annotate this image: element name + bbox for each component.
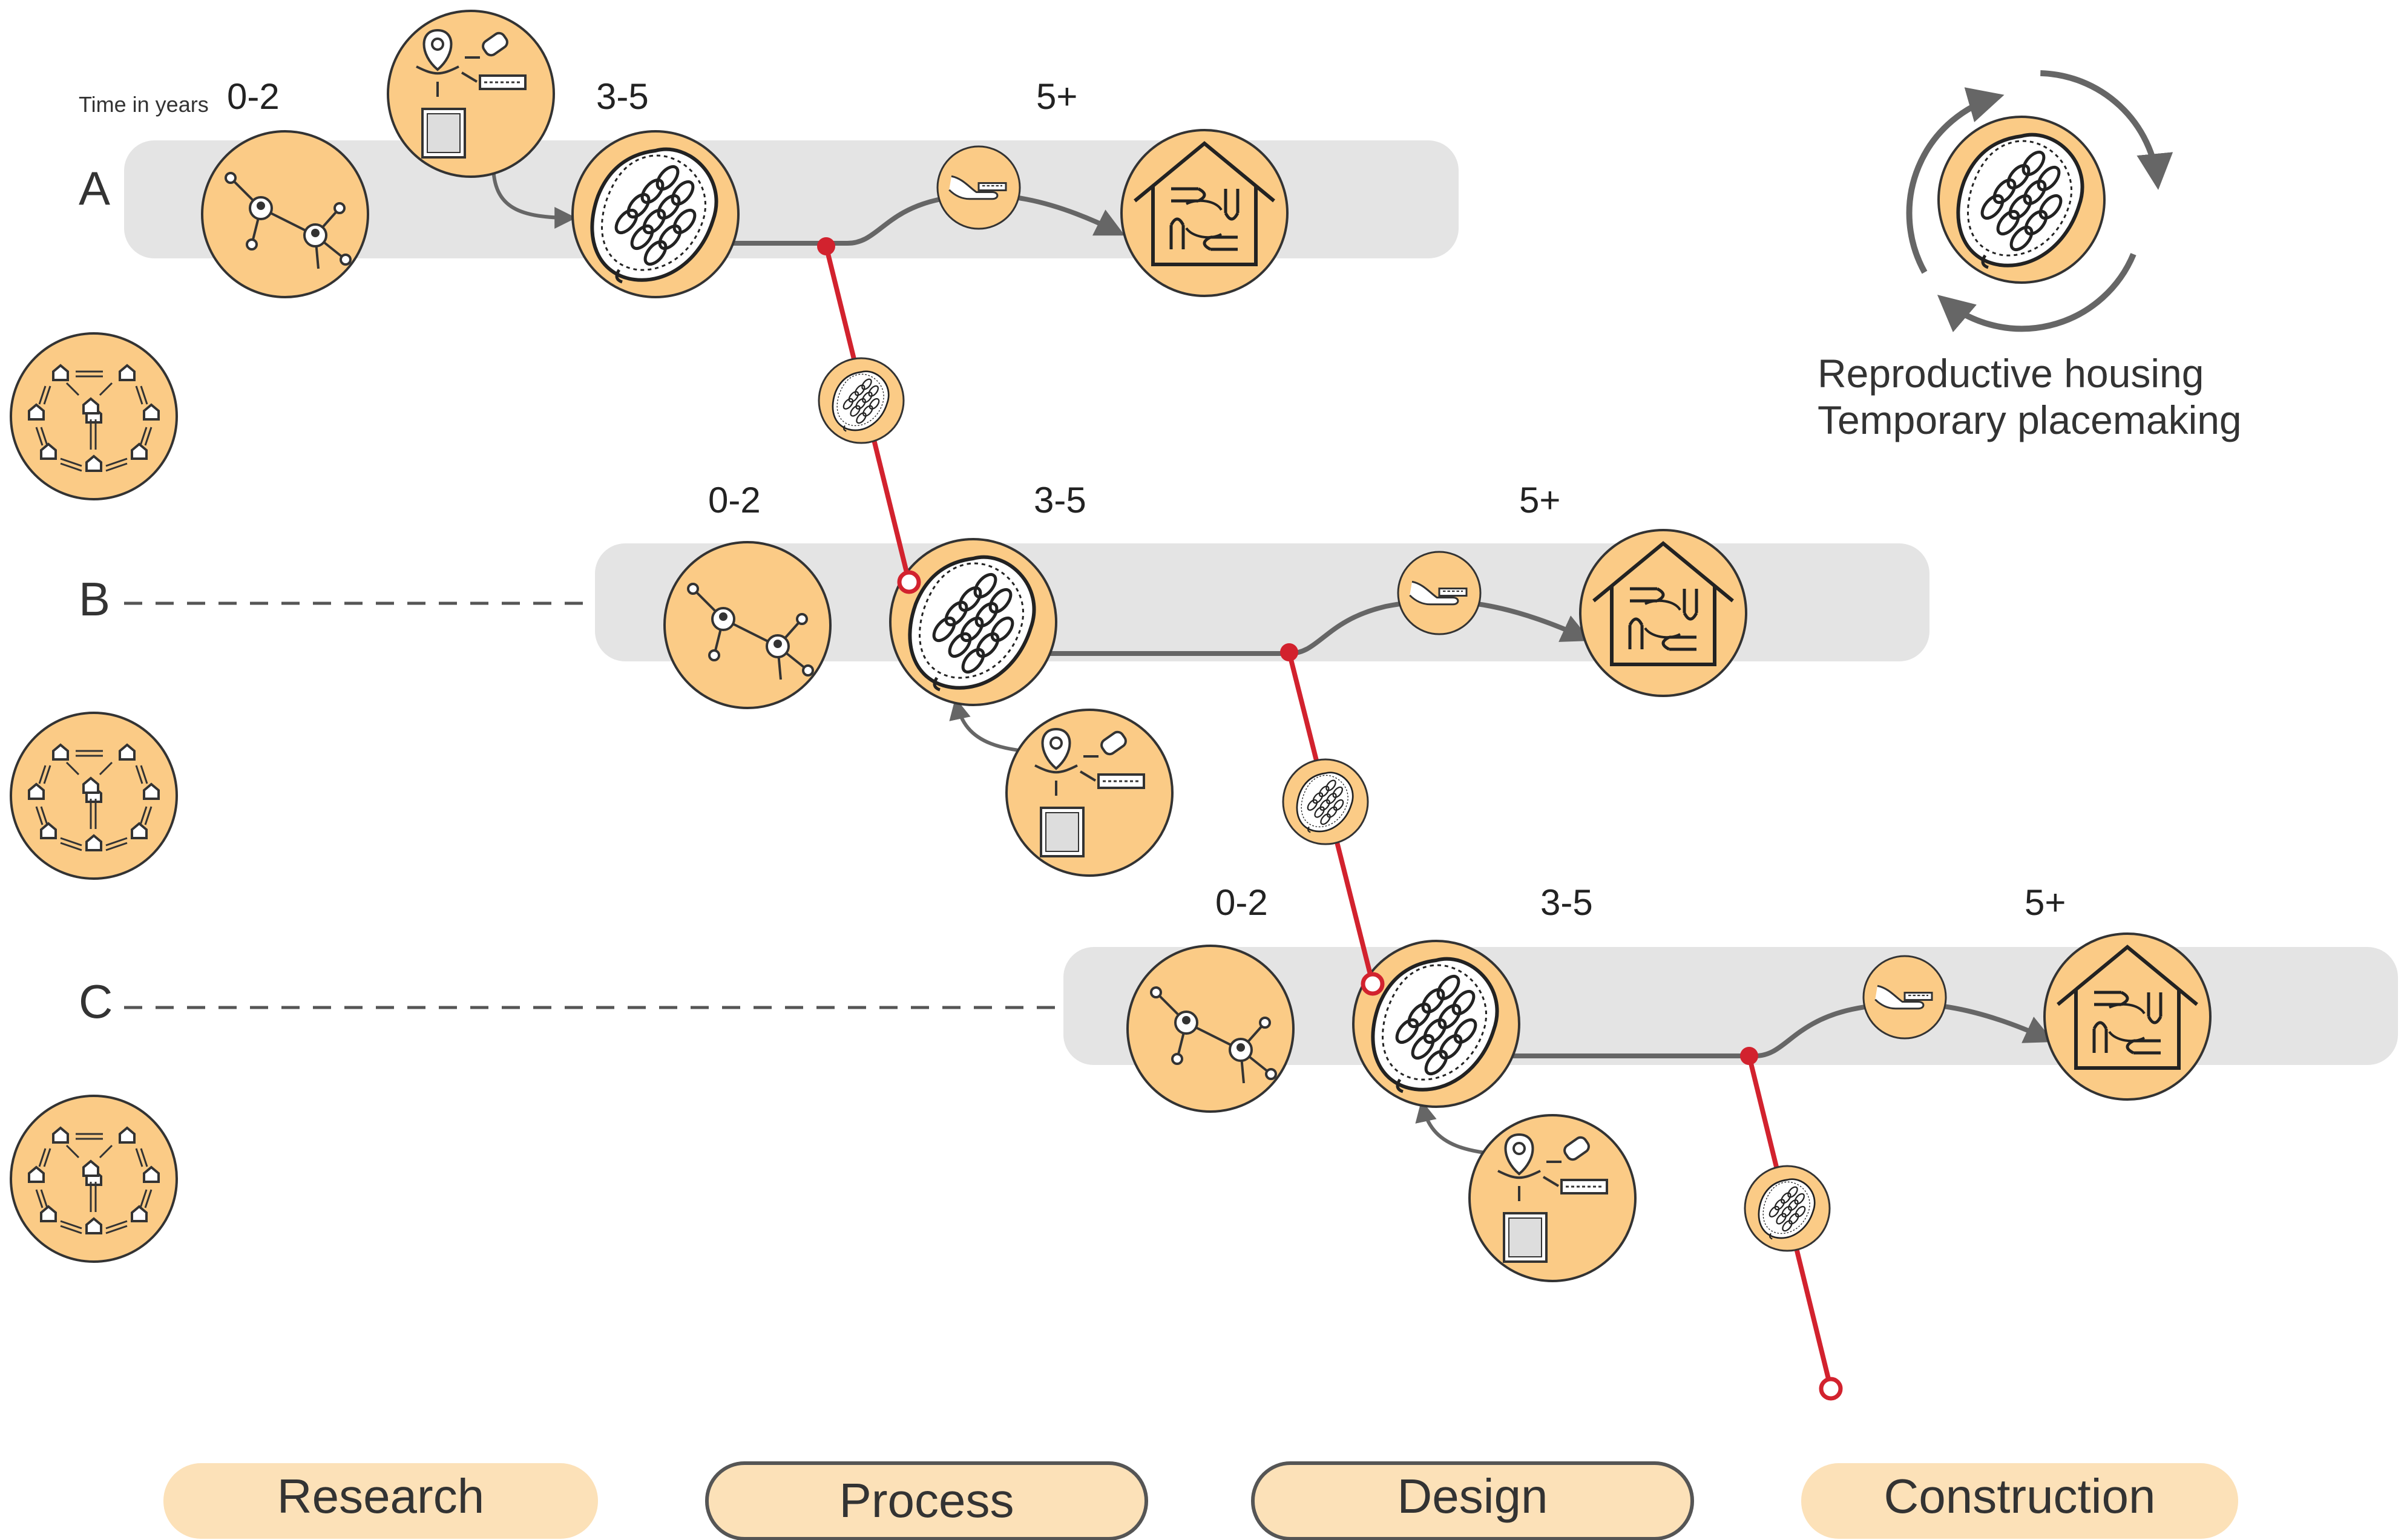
legend-cycle: Reproductive housing Temporary placemaki… bbox=[1818, 70, 2242, 442]
transition-lines bbox=[817, 237, 1843, 1401]
transition-c-pod-circle bbox=[1744, 1165, 1831, 1252]
row-c-year-0: 0-2 bbox=[1215, 882, 1268, 923]
row-b-house-circle bbox=[1579, 529, 1747, 697]
row-b-year-1: 3-5 bbox=[1034, 480, 1086, 520]
phase-process-label: Process bbox=[839, 1473, 1014, 1527]
row-b-letter: B bbox=[79, 572, 110, 626]
phase-design[interactable]: Design bbox=[1251, 1461, 1694, 1540]
row-c-letter: C bbox=[79, 975, 113, 1028]
row-b-year-2: 5+ bbox=[1519, 480, 1560, 520]
row-a-hand-circle bbox=[936, 145, 1021, 230]
cycle-arrow-left bbox=[1906, 87, 2005, 274]
row-a-tools-arrow bbox=[491, 164, 577, 229]
time-label: Time in years bbox=[79, 92, 209, 117]
row-c-pod-circle bbox=[1352, 940, 1520, 1108]
row-b-year-0: 0-2 bbox=[708, 480, 761, 520]
phase-research-label: Research bbox=[277, 1469, 484, 1523]
row-a-house-circle bbox=[1120, 129, 1289, 297]
legend-pod-circle bbox=[1937, 116, 2106, 284]
row-c-year-1: 3-5 bbox=[1540, 882, 1593, 923]
transition-b-pod-circle bbox=[1282, 758, 1369, 845]
row-c: C 0-2 3-5 5+ bbox=[79, 882, 2398, 1282]
phase-research[interactable]: Research bbox=[163, 1463, 598, 1539]
phase-design-label: Design bbox=[1397, 1469, 1548, 1523]
row-b-network-circle bbox=[663, 541, 832, 709]
row-a: A 0-2 3-5 5+ bbox=[79, 10, 1459, 298]
row-a-year-0: 0-2 bbox=[227, 76, 280, 117]
row-c-flow-line bbox=[1501, 1001, 2054, 1058]
transition-a-pod-circle bbox=[818, 357, 905, 444]
phase-construction[interactable]: Construction bbox=[1801, 1463, 2238, 1539]
transition-a-end-ring bbox=[897, 570, 921, 594]
row-b-flow-line bbox=[1041, 598, 1591, 656]
legend-line-2: Temporary placemaking bbox=[1818, 398, 2242, 442]
phase-construction-label: Construction bbox=[1883, 1469, 2155, 1523]
cluster-circle-c bbox=[10, 1095, 178, 1263]
row-a-letter: A bbox=[79, 162, 110, 215]
transition-c-end-ring bbox=[1819, 1377, 1843, 1401]
phase-process[interactable]: Process bbox=[705, 1461, 1148, 1540]
row-c-tools-circle bbox=[1468, 1114, 1637, 1282]
row-c-house-circle bbox=[2043, 932, 2212, 1101]
row-c-hand-circle bbox=[1862, 955, 1947, 1040]
transition-a-start-dot bbox=[817, 237, 835, 255]
row-b-hand-circle bbox=[1397, 551, 1482, 635]
row-b-tools-circle bbox=[1005, 709, 1174, 877]
cluster-circle-a bbox=[10, 332, 178, 500]
cycle-arrow-top bbox=[2040, 70, 2173, 190]
row-a-year-2: 5+ bbox=[1036, 76, 1077, 117]
cluster-circle-b bbox=[10, 712, 178, 880]
cluster-column bbox=[10, 332, 178, 1263]
transition-b-end-ring bbox=[1361, 972, 1385, 996]
row-a-tools-circle bbox=[387, 10, 555, 178]
transition-b-start-dot bbox=[1280, 643, 1298, 661]
row-b-pod-circle bbox=[889, 538, 1057, 706]
row-a-network-circle bbox=[201, 130, 369, 298]
transition-c-start-dot bbox=[1740, 1047, 1758, 1065]
row-b: B 0-2 3-5 5+ bbox=[79, 480, 1929, 877]
row-a-pod-circle bbox=[571, 130, 740, 298]
legend-line-1: Reproductive housing bbox=[1818, 351, 2204, 396]
row-c-network-circle bbox=[1126, 945, 1295, 1113]
row-a-year-1: 3-5 bbox=[596, 76, 649, 117]
phase-bar: Research Process Design Construction bbox=[163, 1461, 2238, 1540]
cycle-arrow-right bbox=[1937, 253, 2136, 333]
row-c-year-2: 5+ bbox=[2025, 882, 2066, 923]
